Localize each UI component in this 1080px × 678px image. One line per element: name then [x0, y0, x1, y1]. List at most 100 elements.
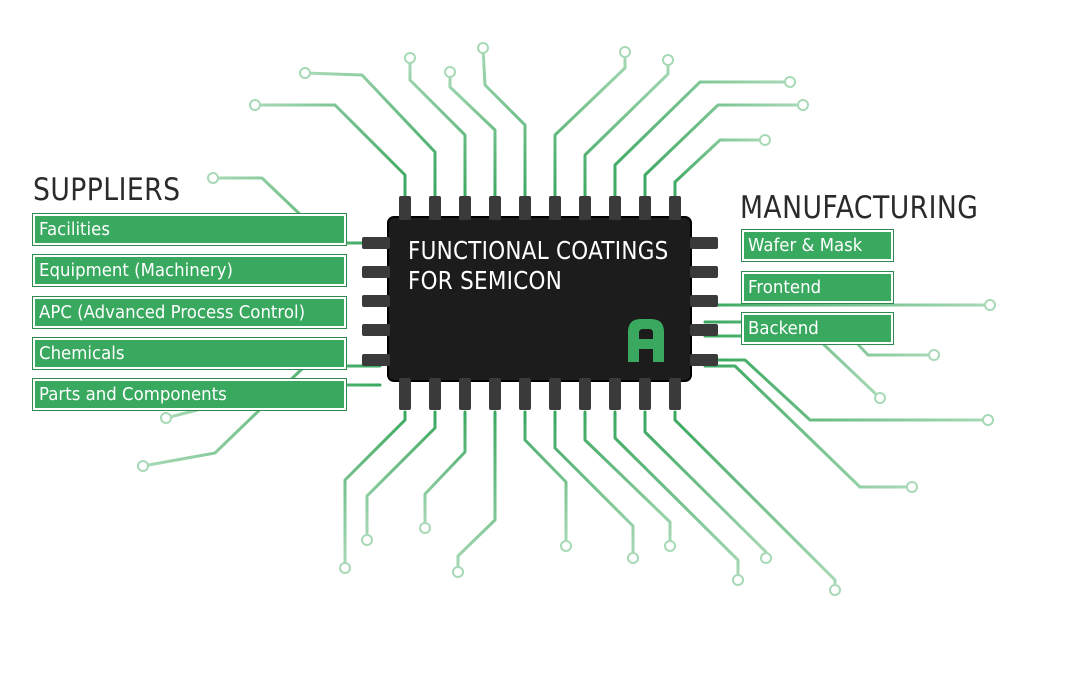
manufacturing-heading: MANUFACTURING [740, 190, 979, 226]
chip-pin-top [579, 196, 591, 220]
chip-pin-top [489, 196, 501, 220]
chip-pin-bottom [489, 378, 501, 410]
trace-pad [982, 414, 994, 426]
trace-pad [928, 349, 940, 361]
trace-pad [664, 540, 676, 552]
chip-pin-left [362, 324, 390, 336]
chip-pin-bottom [549, 378, 561, 410]
chip-pin-bottom [669, 378, 681, 410]
trace-pad [619, 46, 631, 58]
supplier-item-facilities: Facilities [32, 213, 347, 246]
trace-pad [984, 299, 996, 311]
chip-pin-right [690, 237, 718, 249]
trace-pad [249, 99, 261, 111]
chip-pin-top [399, 196, 411, 220]
manufacturing-item-label: Frontend [748, 277, 822, 298]
circuit-trace [253, 103, 407, 202]
supplier-item-apc: APC (Advanced Process Control) [32, 296, 347, 329]
circuit-trace [613, 80, 792, 202]
trace-pad [477, 42, 489, 54]
circuit-trace [303, 71, 437, 202]
chip-pin-bottom [609, 378, 621, 410]
chip-pin-top [669, 196, 681, 220]
trace-pad [160, 412, 172, 424]
chip-pin-bottom [579, 378, 591, 410]
trace-pad [874, 392, 886, 404]
circuit-trace [673, 138, 767, 202]
chip-title-line-1: FUNCTIONAL COATINGS [408, 236, 669, 265]
suppliers-heading: SUPPLIERS [33, 172, 181, 208]
circuit-trace [343, 410, 407, 570]
supplier-item-label: Chemicals [39, 343, 125, 364]
trace-pad [627, 552, 639, 564]
circuit-trace [643, 103, 805, 202]
circuit-trace [211, 176, 382, 245]
chip-title-line-2: FOR SEMICON [408, 266, 563, 295]
trace-pad [906, 481, 918, 493]
chip-pin-left [362, 354, 390, 366]
manufacturing-item-frontend: Frontend [741, 271, 894, 304]
circuit-trace [448, 70, 497, 202]
chip-pin-left [362, 266, 390, 278]
supplier-item-equipment: Equipment (Machinery) [32, 254, 347, 287]
circuit-trace [553, 50, 627, 202]
trace-pad [760, 552, 772, 564]
trace-pad [137, 460, 149, 472]
trace-pad [732, 574, 744, 586]
circuit-trace [583, 58, 670, 202]
chip-pin-top [639, 196, 651, 220]
circuit-trace [583, 410, 672, 548]
manufacturing-item-label: Wafer & Mask [748, 235, 863, 256]
circuit-trace [703, 364, 914, 489]
chip-pin-top [519, 196, 531, 220]
chip-pin-right [690, 266, 718, 278]
trace-pad [662, 54, 674, 66]
circuit-trace [523, 410, 568, 548]
trace-pad [207, 172, 219, 184]
chip-pin-bottom [429, 378, 441, 410]
chip-pin-top [549, 196, 561, 220]
circuit-trace [553, 410, 635, 560]
chip-pin-top [459, 196, 471, 220]
manufacturing-item-backend: Backend [741, 312, 894, 345]
trace-pad [404, 52, 416, 64]
trace-pad [339, 562, 351, 574]
chip-pin-top [609, 196, 621, 220]
trace-pad [560, 540, 572, 552]
chip-pin-left [362, 295, 390, 307]
trace-pad [784, 76, 796, 88]
chip-pin-right [690, 295, 718, 307]
chip-pin-bottom [459, 378, 471, 410]
supplier-item-label: Facilities [39, 219, 110, 240]
chip-pin-bottom [399, 378, 411, 410]
circuit-trace [703, 358, 990, 422]
circuit-trace [481, 46, 527, 202]
supplier-item-label: APC (Advanced Process Control) [39, 302, 306, 323]
green-a-logo-icon [628, 319, 664, 362]
circuit-trace [613, 410, 740, 582]
circuit-trace [365, 410, 437, 542]
trace-pad [759, 134, 771, 146]
trace-pad [452, 566, 464, 578]
supplier-item-parts: Parts and Components [32, 378, 347, 411]
chip-title: FUNCTIONAL COATINGS FOR SEMICON [408, 236, 669, 296]
chip-pin-bottom [639, 378, 651, 410]
trace-pad [419, 522, 431, 534]
chip-pin-right [690, 354, 718, 366]
manufacturing-item-label: Backend [748, 318, 819, 339]
chip-pin-left [362, 237, 390, 249]
circuit-trace [423, 410, 467, 530]
chip-pin-bottom [519, 378, 531, 410]
trace-pad [797, 99, 809, 111]
supplier-item-label: Equipment (Machinery) [39, 260, 234, 281]
trace-pad [361, 534, 373, 546]
trace-pad [444, 66, 456, 78]
supplier-item-chemicals: Chemicals [32, 337, 347, 370]
manufacturing-item-wafer-mask: Wafer & Mask [741, 229, 894, 262]
trace-pad [829, 584, 841, 596]
supplier-item-label: Parts and Components [39, 384, 227, 405]
chip-pin-top [429, 196, 441, 220]
trace-pad [299, 67, 311, 79]
circuit-trace [456, 410, 497, 574]
